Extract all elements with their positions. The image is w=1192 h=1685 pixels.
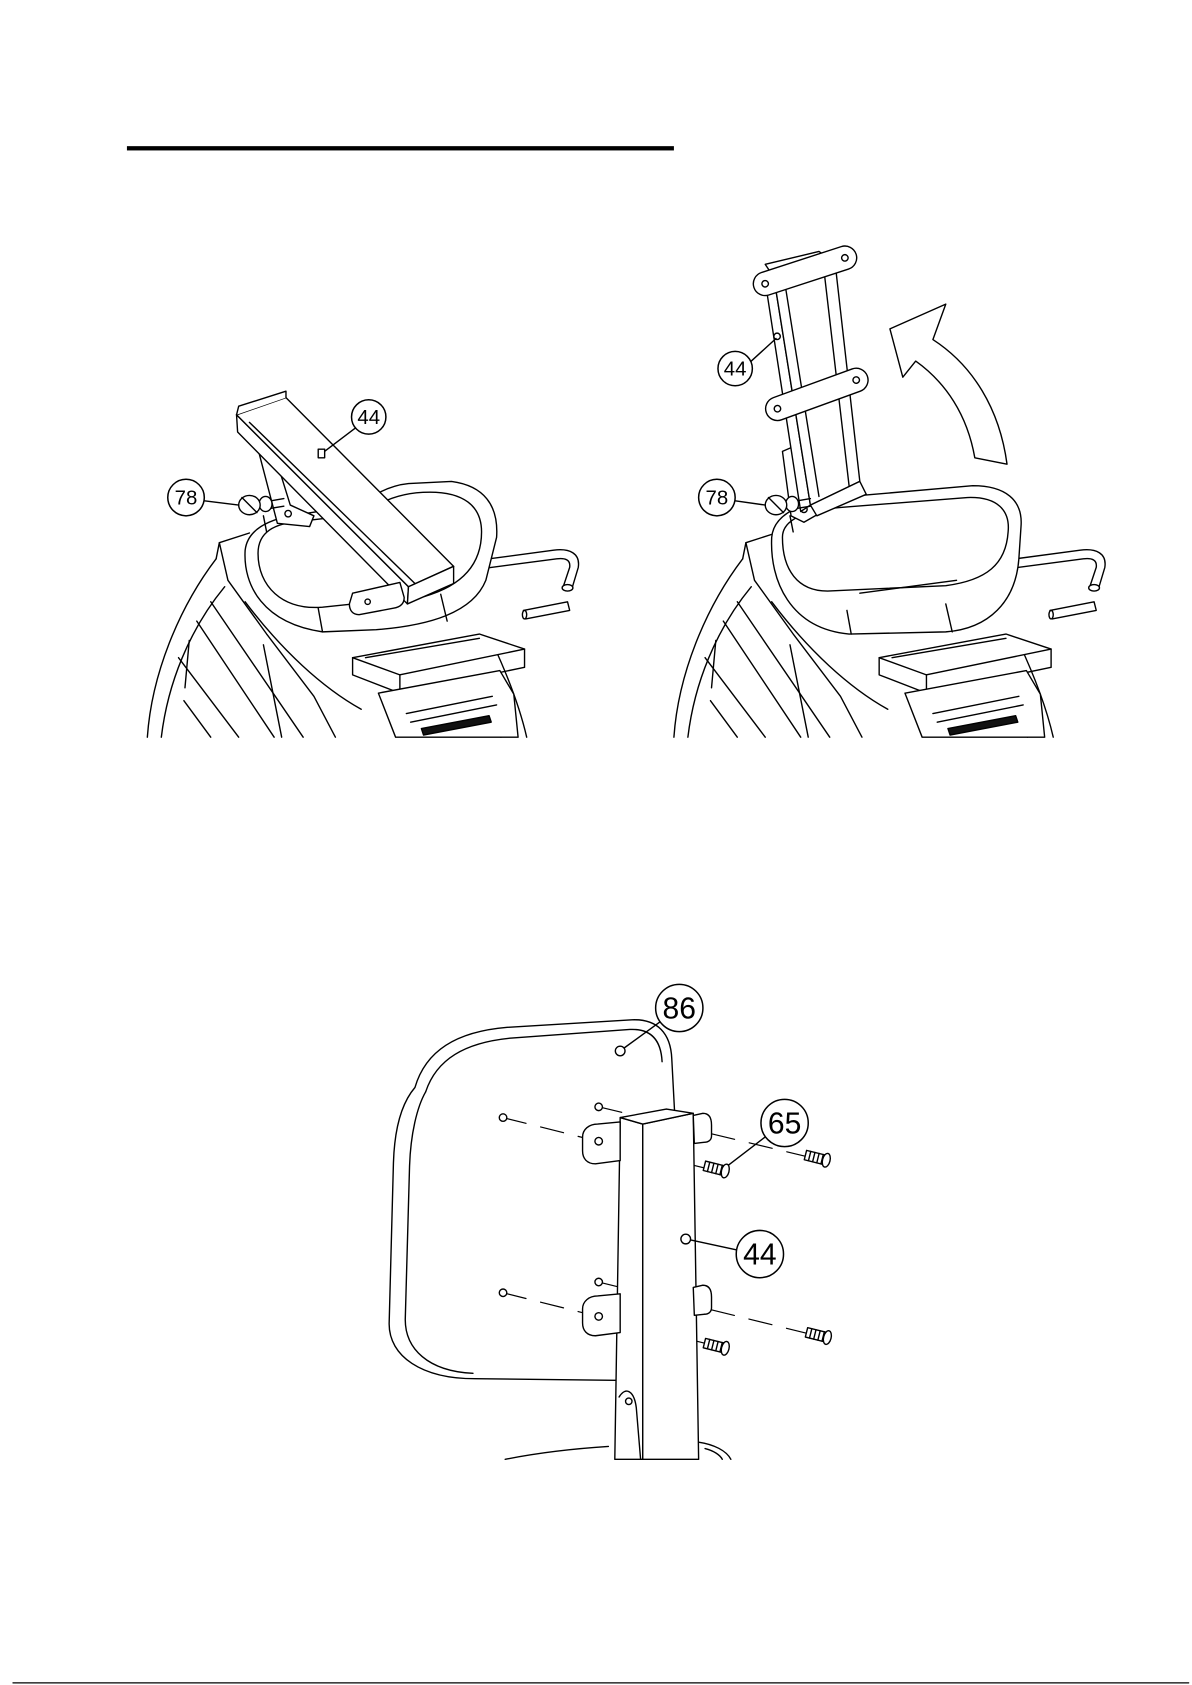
figure-2-frame-raised: 44 78 xyxy=(674,243,1105,737)
callout-frame-label-2: 44 xyxy=(724,359,747,381)
callout-frame-label-3: 44 xyxy=(743,1239,776,1272)
callout-screw: 65 xyxy=(729,1099,809,1165)
callout-frame-2: 44 xyxy=(718,339,776,386)
callout-backrest-label: 86 xyxy=(663,993,696,1026)
callout-frame-label: 44 xyxy=(357,407,380,429)
callout-knob: 78 xyxy=(168,479,239,516)
callout-screw-label: 65 xyxy=(768,1108,801,1141)
screw-lower-right xyxy=(805,1326,833,1346)
callout-frame: 44 xyxy=(325,400,386,452)
raise-direction-arrow-icon xyxy=(890,304,1007,464)
callout-knob-label: 78 xyxy=(175,488,198,510)
figure-3-backrest-attachment: 86 65 44 xyxy=(389,984,833,1459)
callout-knob-2: 78 xyxy=(699,479,766,516)
callout-frame-3: 44 xyxy=(691,1230,783,1277)
backrest-frame-upright xyxy=(750,243,871,516)
figure-1-frame-folded: 44 78 xyxy=(147,391,578,737)
heading-underline xyxy=(127,146,674,150)
screw-lower-left xyxy=(703,1336,731,1356)
screw-upper-right xyxy=(804,1148,832,1168)
screw-upper-left xyxy=(703,1159,731,1179)
callout-knob-label-2: 78 xyxy=(706,488,729,510)
